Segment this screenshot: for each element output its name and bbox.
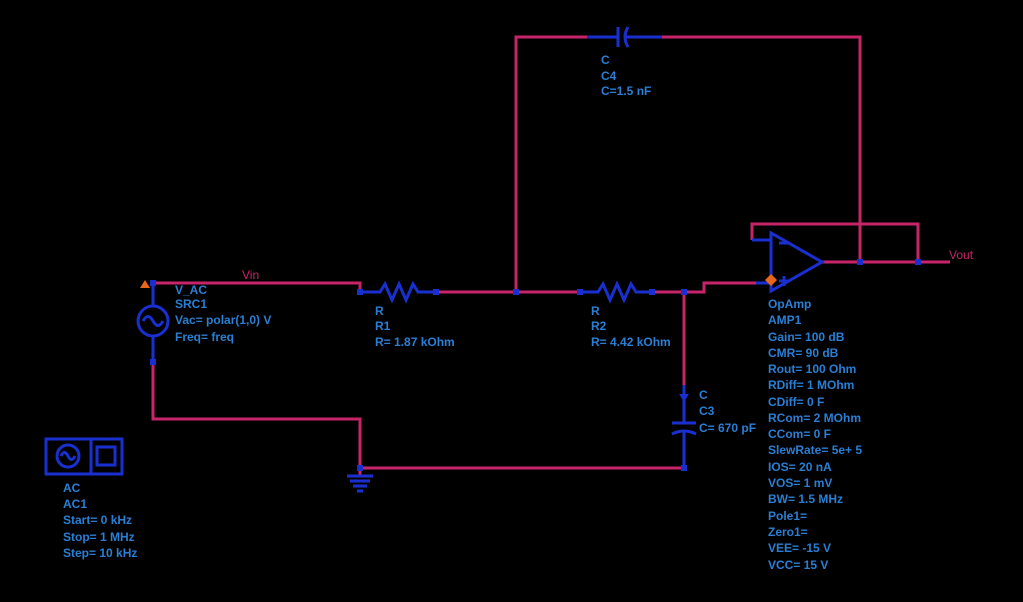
wire-feedback-right[interactable] xyxy=(662,35,862,262)
opamp-param: Zero1= xyxy=(768,525,808,539)
opamp-param: RCom= 2 MOhm xyxy=(768,411,861,425)
opamp-param: RDiff= 1 MOhm xyxy=(768,378,854,392)
opamp-param: Rout= 100 Ohm xyxy=(768,362,856,376)
resistor-r1[interactable] xyxy=(360,280,436,304)
r1-value: R= 1.87 kOhm xyxy=(375,335,455,349)
opamp-param: IOS= 20 nA xyxy=(768,460,832,474)
c4-type: C xyxy=(601,53,610,67)
opamp-type: OpAmp xyxy=(768,297,811,311)
ac-name: AC1 xyxy=(63,497,87,511)
ac-simulation-block[interactable] xyxy=(44,437,124,476)
opamp-param: VCC= 15 V xyxy=(768,558,828,572)
ac-param: Step= 10 kHz xyxy=(63,546,137,560)
opamp-input-marker-icon xyxy=(765,274,777,286)
r2-type: R xyxy=(591,304,600,318)
r1-name: R1 xyxy=(375,319,391,333)
opamp-name: AMP1 xyxy=(768,313,802,327)
ac-params: Start= 0 kHz Stop= 1 MHz Step= 10 kHz xyxy=(63,513,137,560)
capacitor-c3[interactable] xyxy=(671,385,697,468)
opamp-param: Pole1= xyxy=(768,509,807,523)
source-name: SRC1 xyxy=(175,297,207,311)
net-label-vin: Vin xyxy=(242,268,259,282)
opamp-param: CCom= 0 F xyxy=(768,427,831,441)
wire-ground[interactable] xyxy=(151,362,686,470)
c3-value: C= 670 pF xyxy=(699,421,756,435)
source-type: V_AC xyxy=(175,283,207,297)
wire-feedback-left[interactable] xyxy=(514,35,587,292)
opamp-param: SlewRate= 5e+ 5 xyxy=(768,443,862,457)
opamp-param: VOS= 1 mV xyxy=(768,476,832,490)
capacitor-c4[interactable] xyxy=(587,26,662,48)
resistor-r2[interactable] xyxy=(580,280,652,304)
ground-icon[interactable] xyxy=(347,474,373,493)
c4-value: C=1.5 nF xyxy=(601,84,651,98)
c4-name: C4 xyxy=(601,69,617,83)
ac-param: Stop= 1 MHz xyxy=(63,530,135,544)
source-param: Freq= freq xyxy=(175,330,234,344)
opamp-param: VEE= -15 V xyxy=(768,541,831,555)
c3-polarity-icon xyxy=(679,394,689,402)
opamp-param: CMR= 90 dB xyxy=(768,346,839,360)
wire-r2-opamp[interactable] xyxy=(652,281,756,294)
source-param: Vac= polar(1,0) V xyxy=(175,313,271,327)
ac-param: Start= 0 kHz xyxy=(63,513,132,527)
opamp-param: CDiff= 0 F xyxy=(768,395,824,409)
r2-name: R2 xyxy=(591,319,607,333)
opamp-params: Gain= 100 dB CMR= 90 dB Rout= 100 Ohm RD… xyxy=(768,330,862,572)
opamp-param: Gain= 100 dB xyxy=(768,330,845,344)
wire-output-loop[interactable] xyxy=(750,222,920,262)
opamp-param: BW= 1.5 MHz xyxy=(768,492,843,506)
r2-value: R= 4.42 kOhm xyxy=(591,335,671,349)
source-params: Vac= polar(1,0) V Freq= freq xyxy=(175,313,271,344)
ac-voltage-source[interactable] xyxy=(136,280,170,362)
net-label-vout: Vout xyxy=(949,248,974,262)
r1-type: R xyxy=(375,304,384,318)
opamp-amp1[interactable] xyxy=(752,230,826,294)
source-polarity-icon xyxy=(140,280,150,288)
c3-name: C3 xyxy=(699,404,715,418)
ac-type: AC xyxy=(63,481,81,495)
c3-type: C xyxy=(699,388,708,402)
